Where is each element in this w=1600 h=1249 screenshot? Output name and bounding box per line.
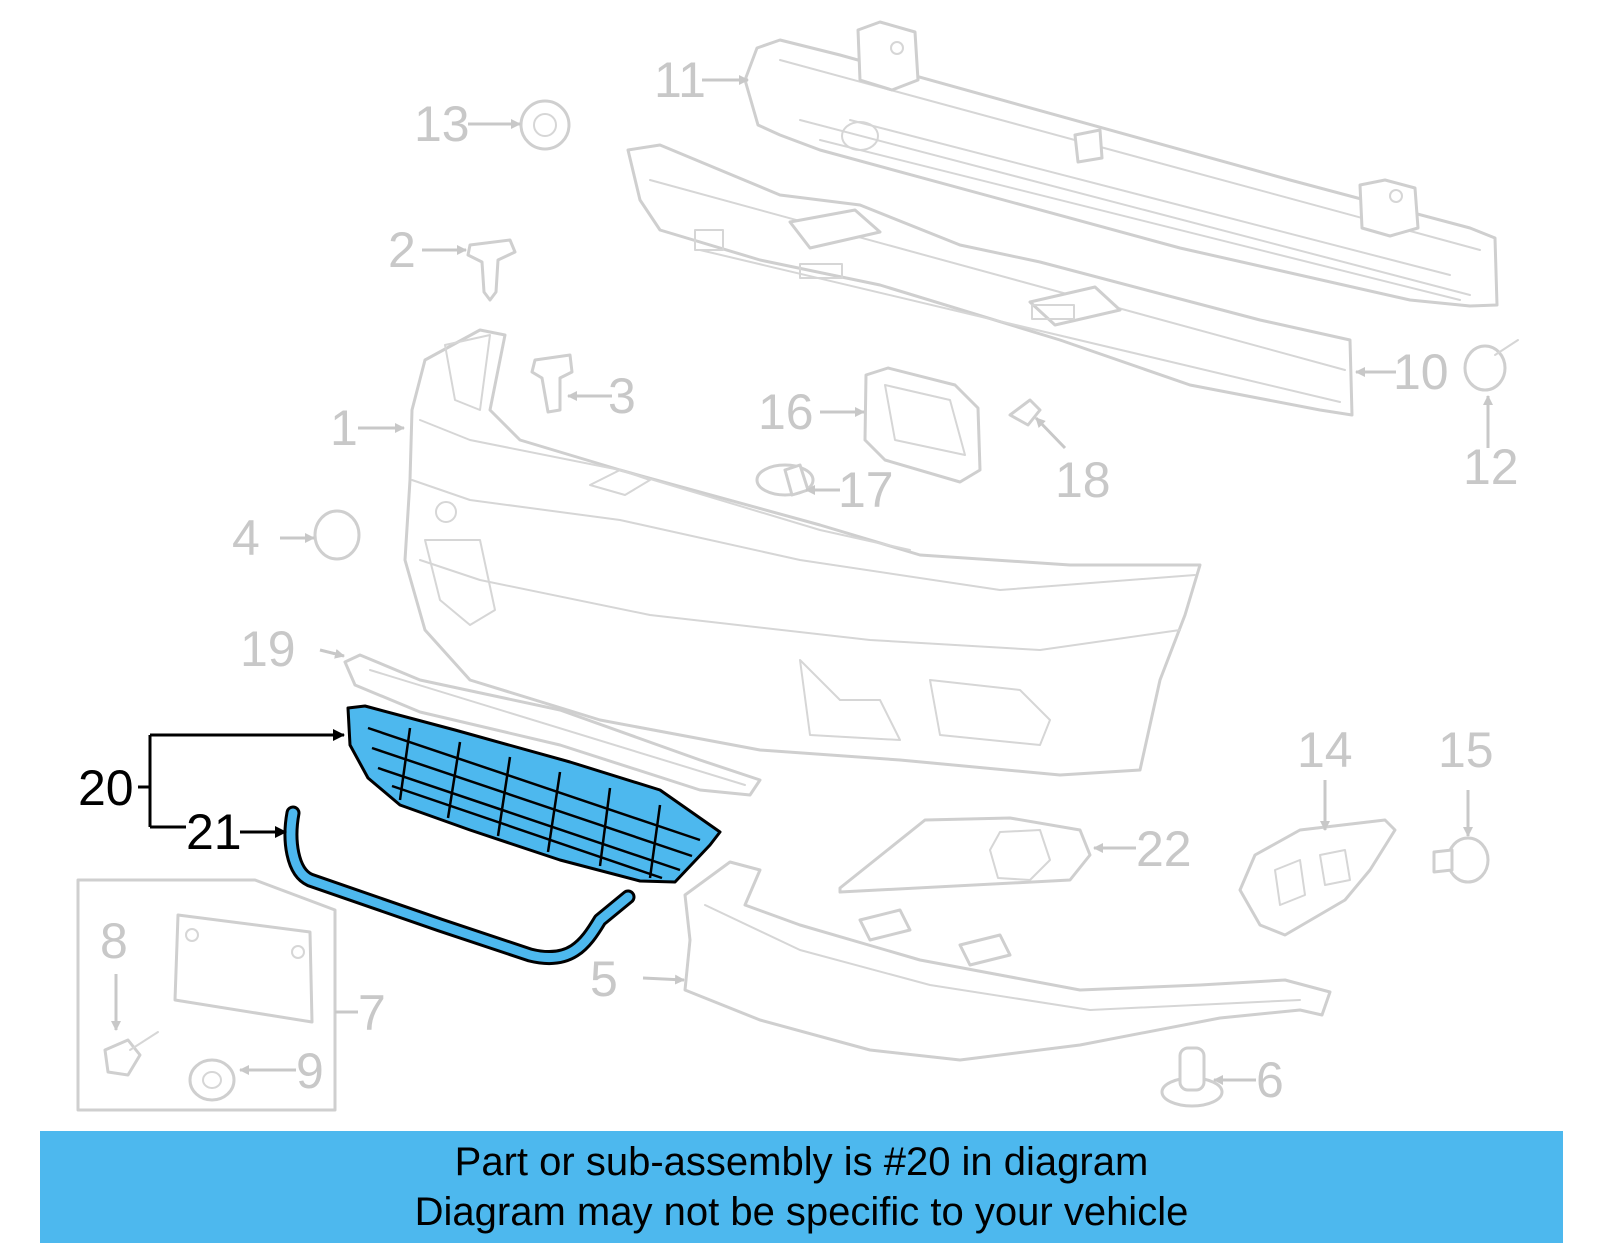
- leader-lines: [111, 75, 1493, 1085]
- part-5-lower-spoiler: [683, 860, 1332, 1062]
- part-4-cap: [313, 509, 361, 561]
- part-12-bolt: [1463, 339, 1519, 392]
- callout-4: 4: [232, 510, 260, 566]
- part-9-nut: [188, 1058, 236, 1102]
- callout-17: 17: [838, 462, 894, 518]
- part-20-lower-grille: [346, 704, 722, 884]
- part-11-reinforcement-bar: [743, 20, 1499, 308]
- part-14-bracket: [1238, 818, 1397, 937]
- part-7-license-bracket-group: [76, 878, 337, 1112]
- part-16-frame: [863, 366, 982, 484]
- callout-21: 21: [186, 804, 242, 860]
- callout-20: 20: [78, 760, 134, 816]
- callout-15: 15: [1438, 722, 1494, 778]
- callout-3: 3: [608, 368, 636, 424]
- callout-10: 10: [1393, 344, 1449, 400]
- callout-7: 7: [358, 985, 386, 1041]
- part-13-grommet: [519, 99, 571, 151]
- callout-22: 22: [1136, 821, 1192, 877]
- part-2-clip: [466, 238, 517, 302]
- callout-9: 9: [296, 1043, 324, 1099]
- callout-labels: 11 13 2 3 1 4 16 17 18 10 12 19 14 15 22…: [78, 52, 1519, 1108]
- part-1-bumper-cover: [403, 328, 1202, 777]
- callout-8: 8: [100, 913, 128, 969]
- part-18-nut: [1008, 398, 1042, 427]
- callout-14: 14: [1297, 722, 1353, 778]
- callout-5: 5: [590, 951, 618, 1007]
- callout-12: 12: [1463, 439, 1519, 495]
- part-3-clip: [530, 353, 574, 414]
- callout-16: 16: [758, 384, 814, 440]
- callout-1: 1: [330, 400, 358, 456]
- banner-line-part: Part or sub-assembly is #20 in diagram: [454, 1140, 1149, 1184]
- part-8-screw: [103, 1031, 159, 1077]
- part-15-clip: [1432, 836, 1490, 884]
- part-19-trim-strip: [343, 653, 762, 797]
- banner-line-disclaimer: Diagram may not be specific to your vehi…: [414, 1190, 1189, 1234]
- part-21-trim-molding: [283, 805, 636, 966]
- callout-11: 11: [654, 52, 706, 108]
- callout-18: 18: [1055, 452, 1111, 508]
- info-banner: Part or sub-assembly is #20 in diagram D…: [40, 1131, 1563, 1243]
- callout-19: 19: [240, 621, 296, 677]
- part-22-fog-bezel: [838, 816, 1092, 894]
- part-10-energy-absorber: [626, 143, 1354, 417]
- part-17-clip: [755, 463, 815, 497]
- callout-6: 6: [1256, 1052, 1284, 1108]
- part-6-rivet: [1160, 1046, 1224, 1108]
- grille-slats: [367, 726, 701, 880]
- callout-2: 2: [388, 222, 416, 278]
- callout-13: 13: [414, 96, 470, 152]
